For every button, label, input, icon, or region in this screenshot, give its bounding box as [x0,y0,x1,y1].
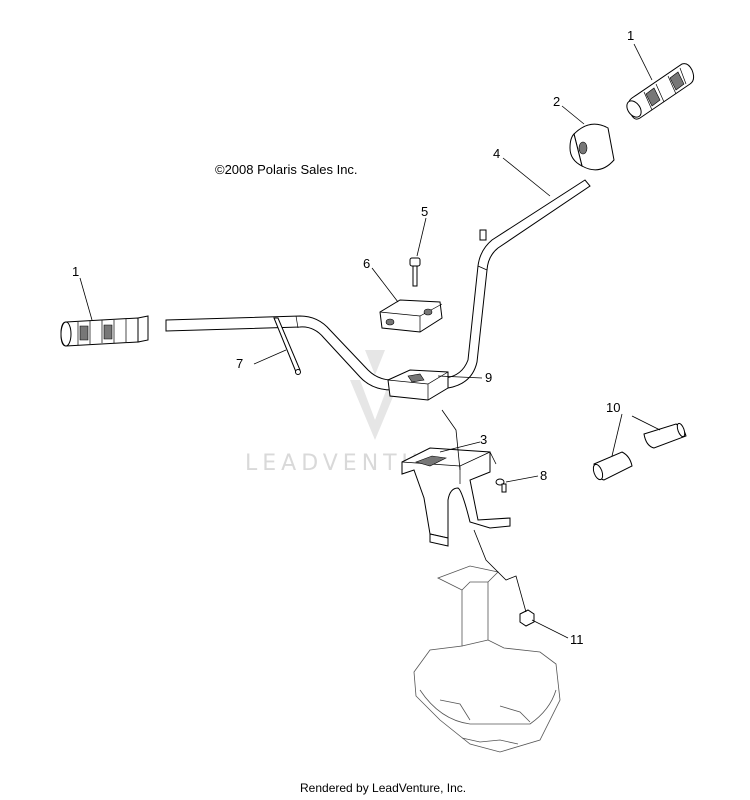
callout-pad: 2 [553,94,560,109]
upper-clamp[interactable] [379,299,443,333]
throttle-assembly[interactable] [592,422,687,481]
handlebar-pad[interactable] [569,123,615,171]
callout-labels: 1 2 4 5 6 1 7 9 3 8 10 11 [72,28,634,647]
callout-screw: 5 [421,204,428,219]
callout-throttle-assembly: 10 [606,400,620,415]
grip-left[interactable] [60,315,149,347]
bolt[interactable] [495,478,507,493]
grip-right[interactable] [624,63,695,120]
nut[interactable] [519,609,535,627]
callout-upper-clamp: 6 [363,256,370,271]
callout-bolt: 8 [540,468,547,483]
clamp-screw[interactable] [409,257,421,287]
callout-pin: 7 [236,356,243,371]
callout-mount-bracket: 3 [480,432,487,447]
mount-bracket[interactable] [401,447,511,547]
callout-lower-clamp: 9 [485,370,492,385]
handlebar[interactable] [165,179,591,391]
callout-handlebar: 4 [493,146,500,161]
callout-nut: 11 [570,632,584,647]
footer-text: Rendered by LeadVenture, Inc. [300,781,466,795]
lower-clamp[interactable] [387,369,449,401]
copyright-text: ©2008 Polaris Sales Inc. [215,162,358,177]
leader-lines [79,43,661,639]
pin[interactable] [273,317,301,375]
callout-grip-left: 1 [72,264,79,279]
handlebar-pod-base [413,565,561,753]
callout-grip-right: 1 [627,28,634,43]
